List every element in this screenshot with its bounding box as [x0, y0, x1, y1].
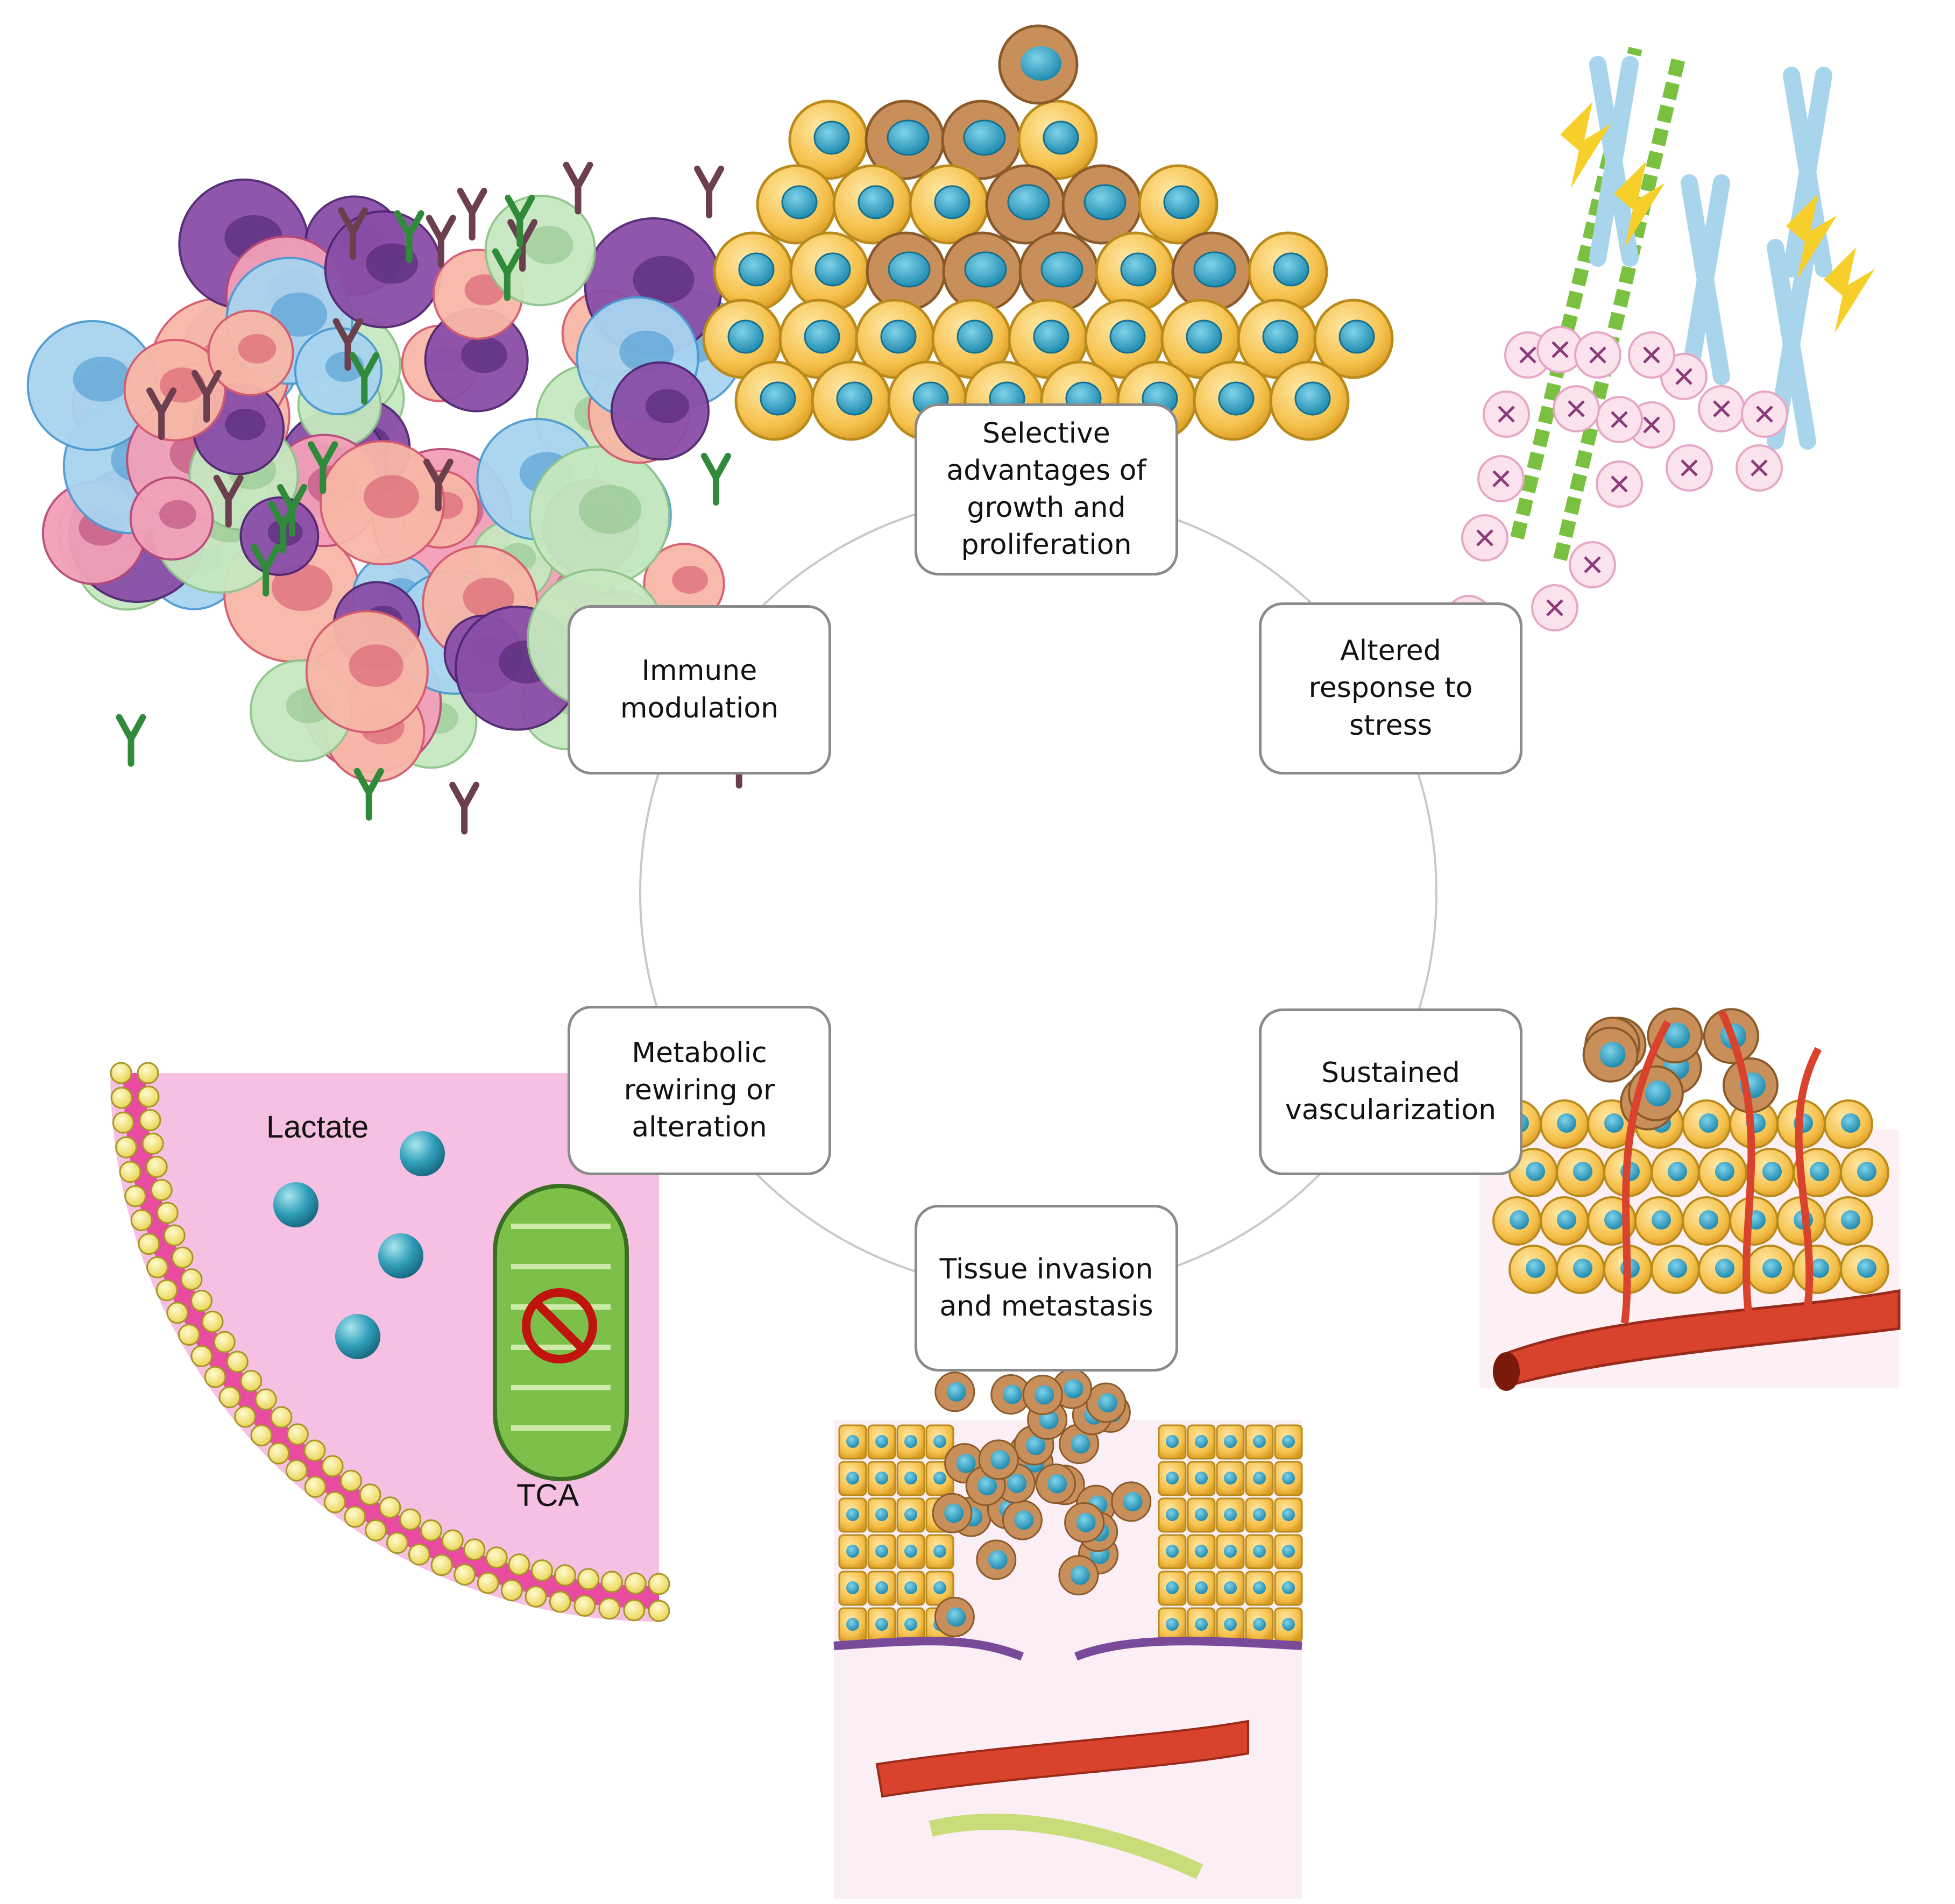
hallmark-label-vascularization: Sustained vascularization	[1285, 1056, 1497, 1126]
lactate-label: Lactate	[266, 1110, 369, 1145]
hallmark-box-immune: Immune modulation	[568, 605, 831, 775]
hallmark-label-stress: Altered response to stress	[1308, 635, 1473, 742]
tissue-invasion-icon	[833, 1368, 1303, 1899]
hallmark-box-invasion: Tissue invasion and metastasis	[915, 1205, 1178, 1372]
vascularized-tumor-icon	[1479, 1007, 1901, 1391]
tumor-cell-mass-icon	[702, 24, 1394, 441]
hallmark-label-immune: Immune modulation	[620, 655, 779, 724]
metabolism-panel	[97, 1062, 670, 1635]
hallmark-box-growth: Selective advantages of growth and proli…	[915, 403, 1178, 576]
dna-damage-icon	[1445, 46, 1875, 642]
hallmark-box-stress: Altered response to stress	[1259, 602, 1522, 775]
hallmark-label-growth: Selective advantages of growth and proli…	[946, 417, 1146, 562]
hallmark-label-invasion: Tissue invasion and metastasis	[939, 1253, 1153, 1323]
immune-cell-cluster-icon	[26, 161, 765, 835]
hallmark-box-vascularization: Sustained vascularization	[1259, 1008, 1522, 1175]
tca-label: TCA	[516, 1478, 579, 1513]
hallmark-label-metabolic: Metabolic rewiring or alteration	[624, 1036, 775, 1144]
hallmark-box-metabolic: Metabolic rewiring or alteration	[568, 1006, 831, 1175]
